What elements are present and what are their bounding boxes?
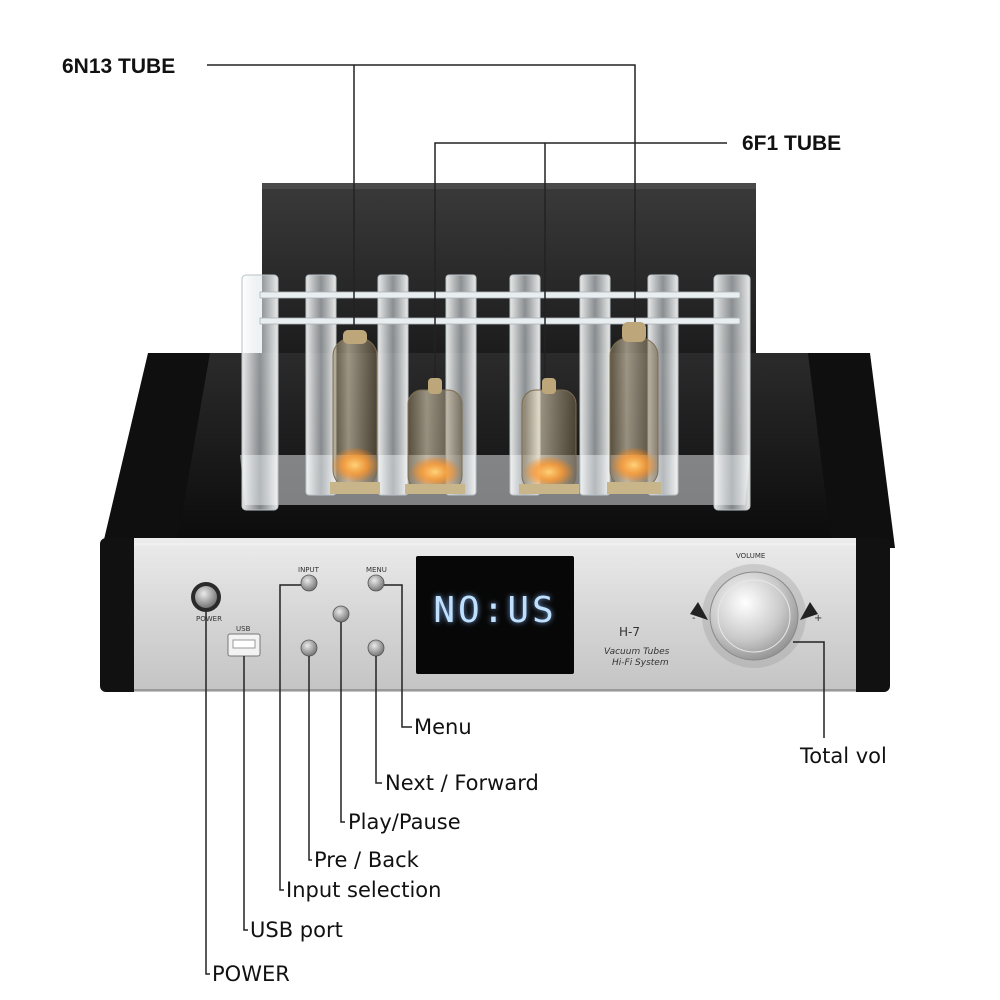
- callout-6f1-tube: 6F1 TUBE: [742, 132, 842, 155]
- next-forward-button[interactable]: [367, 639, 385, 657]
- volume-arrow-right-icon: [800, 602, 818, 620]
- vfd-display: NO:US: [416, 556, 574, 674]
- panel-label-menu: MENU: [366, 566, 387, 574]
- volume-arrow-left-icon: [690, 602, 708, 620]
- panel-label-minus: -: [692, 613, 696, 624]
- tube-6n13-right: [607, 322, 661, 494]
- chassis: [102, 353, 895, 548]
- callout-next-forward: Next / Forward: [385, 771, 539, 795]
- tagline-line-2: Hi-Fi System: [612, 658, 669, 668]
- callout-power: POWER: [212, 962, 290, 986]
- callout-input-selection: Input selection: [286, 878, 442, 902]
- tagline-line-1: Vacuum Tubes: [604, 647, 670, 657]
- panel-label-plus: +: [814, 613, 823, 624]
- leader-lines: [205, 64, 825, 975]
- tube-6f1-left: [405, 378, 465, 494]
- tube-6n13-left: [330, 330, 380, 494]
- pre-back-button[interactable]: [300, 639, 318, 657]
- panel-label-power: POWER: [196, 615, 222, 623]
- usb-port[interactable]: [227, 633, 261, 657]
- callout-total-vol: Total vol: [800, 744, 887, 768]
- panel-label-usb: USB: [236, 625, 251, 633]
- input-button[interactable]: [300, 574, 318, 592]
- callout-play-pause: Play/Pause: [348, 810, 461, 834]
- panel-label-input: INPUT: [298, 566, 319, 574]
- tube-6f1-right: [519, 378, 579, 494]
- power-button[interactable]: [191, 582, 221, 612]
- menu-button[interactable]: [367, 574, 385, 592]
- callout-6n13-tube: 6N13 TUBE: [62, 55, 176, 78]
- play-pause-button[interactable]: [332, 605, 350, 623]
- panel-label-volume: VOLUME: [736, 552, 766, 560]
- model-name: H-7: [619, 625, 640, 639]
- callout-menu: Menu: [414, 715, 472, 739]
- callout-usb-port: USB port: [250, 918, 343, 942]
- volume-knob[interactable]: [702, 564, 806, 668]
- display-readout: NO:US: [433, 590, 557, 631]
- callout-pre-back: Pre / Back: [314, 848, 419, 872]
